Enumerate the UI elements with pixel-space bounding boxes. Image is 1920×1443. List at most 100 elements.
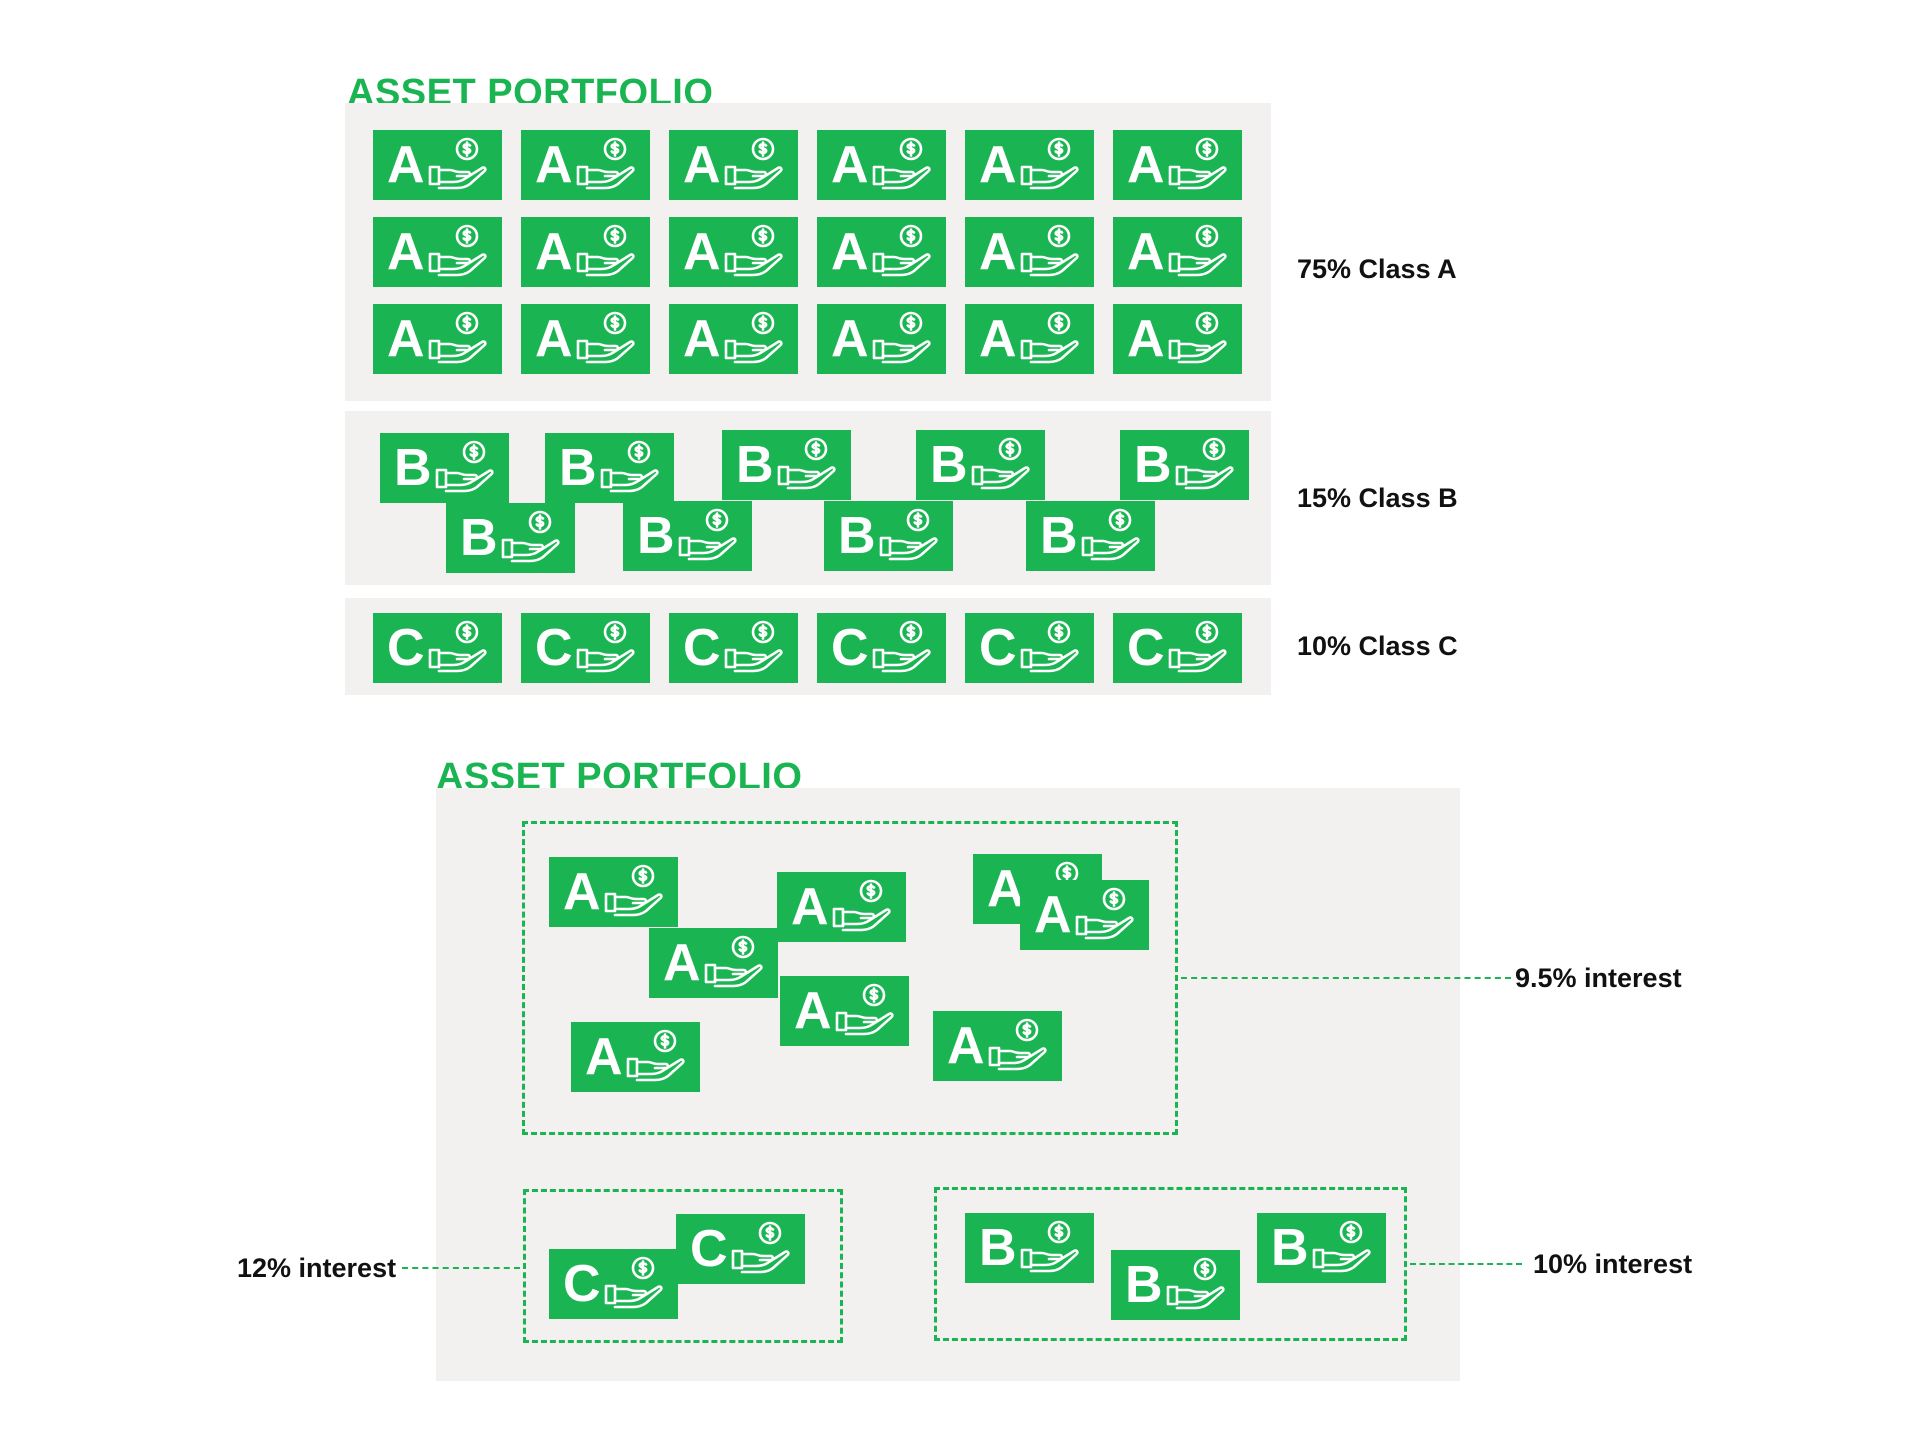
card-letter: A: [1127, 223, 1165, 281]
hand-holding-dollar-coin-icon: [871, 223, 941, 279]
card-letter: C: [387, 619, 425, 677]
card-letter: A: [947, 1017, 985, 1075]
group-c-card: C: [549, 1249, 678, 1319]
hand-holding-dollar-coin-icon: [1019, 136, 1089, 192]
group-b-connector: [1410, 1263, 1522, 1265]
card-letter: A: [979, 223, 1017, 281]
group-a-card: A: [1020, 880, 1149, 950]
group-c-box: [523, 1189, 843, 1343]
group-a-card: A: [549, 857, 678, 927]
card-letter: A: [794, 982, 832, 1040]
hand-holding-dollar-coin-icon: [434, 439, 504, 495]
hand-holding-dollar-coin-icon: [427, 310, 497, 366]
group-c-connector: [402, 1267, 520, 1269]
hand-holding-dollar-coin-icon: [575, 310, 645, 366]
card-letter: C: [683, 619, 721, 677]
class-b-card: B: [1026, 501, 1155, 571]
card-letter: B: [1040, 507, 1078, 565]
card-letter: B: [460, 509, 498, 567]
card-letter: B: [979, 1219, 1017, 1277]
hand-holding-dollar-coin-icon: [575, 619, 645, 675]
hand-holding-dollar-coin-icon: [723, 310, 793, 366]
card-letter: B: [559, 439, 597, 497]
class-a-card: A: [521, 130, 650, 200]
hand-holding-dollar-coin-icon: [703, 934, 773, 990]
card-letter: A: [831, 136, 869, 194]
hand-holding-dollar-coin-icon: [1074, 886, 1144, 942]
class-a-card: A: [521, 304, 650, 374]
card-letter: A: [1127, 136, 1165, 194]
card-letter: A: [683, 223, 721, 281]
hand-holding-dollar-coin-icon: [625, 1028, 695, 1084]
card-letter: A: [831, 310, 869, 368]
hand-holding-dollar-coin-icon: [1019, 619, 1089, 675]
group-c-label: 12% interest: [237, 1253, 397, 1283]
class-c-card: C: [669, 613, 798, 683]
class-b-card: B: [1120, 430, 1249, 500]
class-b-card: B: [824, 501, 953, 571]
card-letter: B: [1271, 1219, 1309, 1277]
card-letter: A: [987, 860, 1025, 918]
class-c-card: C: [1113, 613, 1242, 683]
group-a-connector: [1181, 977, 1511, 979]
hand-holding-dollar-coin-icon: [427, 223, 497, 279]
class-c-card: C: [373, 613, 502, 683]
group-b-card: B: [1111, 1250, 1240, 1320]
class-a-label: 75% Class A: [1297, 254, 1457, 284]
hand-holding-dollar-coin-icon: [575, 136, 645, 192]
hand-holding-dollar-coin-icon: [603, 1255, 673, 1311]
card-letter: C: [979, 619, 1017, 677]
class-a-card: A: [965, 130, 1094, 200]
card-letter: A: [535, 136, 573, 194]
hand-holding-dollar-coin-icon: [1167, 619, 1237, 675]
card-letter: A: [535, 223, 573, 281]
hand-holding-dollar-coin-icon: [1167, 310, 1237, 366]
hand-holding-dollar-coin-icon: [831, 878, 901, 934]
hand-holding-dollar-coin-icon: [500, 509, 570, 565]
card-letter: A: [585, 1028, 623, 1086]
class-a-card: A: [965, 304, 1094, 374]
card-letter: B: [930, 436, 968, 494]
card-letter: C: [535, 619, 573, 677]
class-a-card: A: [965, 217, 1094, 287]
hand-holding-dollar-coin-icon: [730, 1220, 800, 1276]
card-letter: A: [1034, 886, 1072, 944]
class-a-card: A: [1113, 304, 1242, 374]
class-c-card: C: [521, 613, 650, 683]
card-letter: B: [394, 439, 432, 497]
hand-holding-dollar-coin-icon: [871, 619, 941, 675]
group-a-box: [522, 821, 1178, 1135]
class-b-card: B: [380, 433, 509, 503]
class-a-card: A: [373, 217, 502, 287]
class-b-card: B: [446, 503, 575, 573]
hand-holding-dollar-coin-icon: [776, 436, 846, 492]
group-b-box: [934, 1187, 1407, 1341]
group-a-card: A: [649, 928, 778, 998]
class-a-card: A: [817, 217, 946, 287]
card-letter: A: [683, 136, 721, 194]
card-letter: A: [791, 878, 829, 936]
card-letter: A: [387, 223, 425, 281]
hand-holding-dollar-coin-icon: [1019, 223, 1089, 279]
class-a-card: A: [1113, 130, 1242, 200]
hand-holding-dollar-coin-icon: [427, 136, 497, 192]
hand-holding-dollar-coin-icon: [427, 619, 497, 675]
card-letter: A: [563, 863, 601, 921]
card-letter: A: [387, 310, 425, 368]
card-letter: C: [831, 619, 869, 677]
class-a-card: A: [817, 130, 946, 200]
hand-holding-dollar-coin-icon: [871, 310, 941, 366]
card-letter: A: [979, 136, 1017, 194]
class-b-card: B: [722, 430, 851, 500]
class-b-card: B: [916, 430, 1045, 500]
class-b-card: B: [545, 433, 674, 503]
hand-holding-dollar-coin-icon: [599, 439, 669, 495]
card-letter: B: [1125, 1256, 1163, 1314]
group-a-card: A: [933, 1011, 1062, 1081]
hand-holding-dollar-coin-icon: [1019, 1219, 1089, 1275]
hand-holding-dollar-coin-icon: [723, 619, 793, 675]
hand-holding-dollar-coin-icon: [603, 863, 673, 919]
hand-holding-dollar-coin-icon: [878, 507, 948, 563]
class-b-card: B: [623, 501, 752, 571]
group-a-label: 9.5% interest: [1515, 963, 1682, 993]
